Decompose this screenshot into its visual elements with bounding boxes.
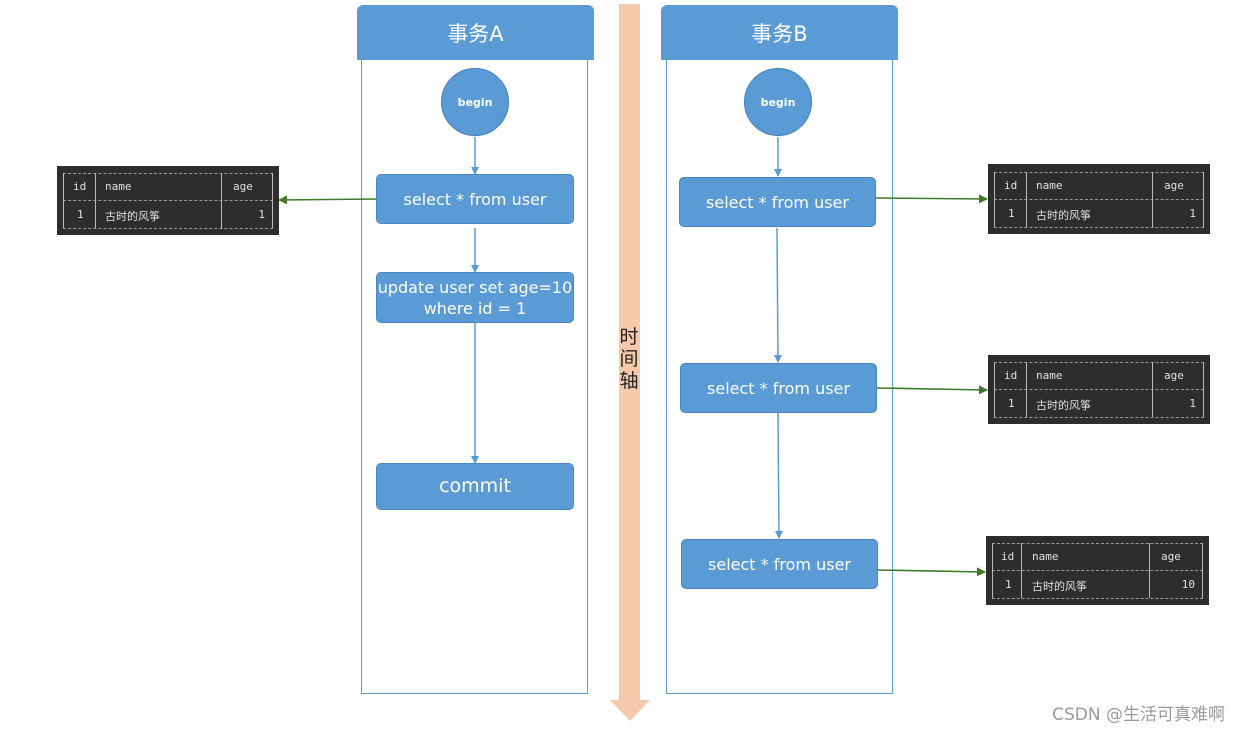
lane-b-title: 事务B — [751, 21, 808, 46]
table-vbar — [1152, 362, 1153, 417]
lane-b-step-select-1: select * from user — [679, 177, 876, 227]
lane-a-begin-label: begin — [457, 95, 493, 109]
table-border — [994, 417, 1204, 418]
table-border — [63, 200, 273, 201]
lane-a-step-commit: commit — [376, 463, 574, 510]
table-vbar — [1202, 543, 1203, 598]
cell-age: 1 — [1189, 397, 1196, 410]
col-header-age: age — [1161, 550, 1181, 563]
table-vbar — [994, 172, 995, 227]
step-line: update user set age=10 — [377, 277, 573, 297]
timeline-label-char: 轴 — [619, 370, 639, 392]
result-table-b3: id name age 1 古时的风筝 10 — [986, 536, 1209, 605]
table-vbar — [63, 173, 64, 228]
lane-a-step-update: update user set age=10 where id = 1 — [376, 272, 574, 323]
lane-a-step-select: select * from user — [376, 174, 574, 224]
flow-b-select1-to-select2 — [773, 227, 782, 363]
col-header-name: name — [105, 180, 132, 193]
cell-name: 古时的风筝 — [1032, 580, 1087, 593]
lane-b-header: 事务B — [661, 5, 898, 60]
timeline-label-char: 间 — [619, 348, 639, 370]
result-table-b1: id name age 1 古时的风筝 1 — [988, 164, 1210, 234]
step-line: select * from user — [708, 554, 851, 574]
step-line: where id = 1 — [423, 298, 527, 318]
step-line: select * from user — [707, 378, 850, 398]
step-line: select * from user — [706, 192, 849, 212]
table-border — [994, 362, 1204, 363]
result-table-b2: id name age 1 古时的风筝 1 — [988, 355, 1210, 424]
result-arrow-b3 — [876, 567, 986, 577]
cell-id: 1 — [1008, 207, 1015, 220]
table-vbar — [1021, 543, 1022, 598]
table-border — [63, 228, 273, 229]
cell-name: 古时的风筝 — [105, 210, 160, 223]
table-vbar — [1152, 172, 1153, 227]
timeline-label: 时 间 轴 — [612, 326, 646, 392]
lane-a-begin-node: begin — [441, 68, 509, 136]
col-header-id: id — [1004, 179, 1018, 192]
cell-id: 1 — [1005, 578, 1012, 591]
table-vbar — [95, 173, 96, 228]
table-border — [63, 173, 273, 174]
table-vbar — [1149, 543, 1150, 598]
col-header-name: name — [1036, 179, 1063, 192]
flow-b-select2-to-select3 — [774, 412, 783, 539]
lane-b-step-select-2: select * from user — [680, 363, 877, 413]
result-arrow-b2 — [875, 385, 988, 395]
cell-id: 1 — [77, 208, 84, 221]
table-border — [994, 227, 1204, 228]
table-border — [994, 172, 1204, 173]
lane-a-title: 事务A — [447, 21, 504, 46]
table-border — [994, 389, 1204, 390]
lane-b-step-select-3: select * from user — [681, 539, 878, 589]
result-table-a: id name age 1 古时的风筝 1 — [57, 166, 279, 235]
lane-b-begin-label: begin — [760, 95, 796, 109]
cell-age: 1 — [258, 208, 265, 221]
col-header-name: name — [1036, 369, 1063, 382]
step-line: select * from user — [403, 189, 547, 209]
watermark: CSDN @生活可真难啊 — [1052, 705, 1225, 725]
table-vbar — [994, 362, 995, 417]
col-header-id: id — [73, 180, 87, 193]
col-header-age: age — [1164, 369, 1184, 382]
col-header-age: age — [233, 180, 253, 193]
cell-id: 1 — [1008, 397, 1015, 410]
table-vbar — [992, 543, 993, 598]
table-border — [992, 598, 1203, 599]
table-vbar — [1203, 362, 1204, 417]
col-header-id: id — [1001, 550, 1015, 563]
col-header-name: name — [1032, 550, 1059, 563]
table-vbar — [1203, 172, 1204, 227]
table-vbar — [272, 173, 273, 228]
lane-a-header: 事务A — [357, 5, 594, 60]
table-vbar — [221, 173, 222, 228]
table-vbar — [1026, 362, 1027, 417]
cell-name: 古时的风筝 — [1036, 209, 1091, 222]
table-vbar — [1026, 172, 1027, 227]
cell-age: 10 — [1181, 578, 1195, 591]
timeline-label-char: 时 — [619, 326, 639, 348]
step-line: commit — [439, 475, 511, 497]
col-header-age: age — [1164, 179, 1184, 192]
lane-b-begin-node: begin — [744, 68, 812, 136]
cell-age: 1 — [1189, 207, 1196, 220]
table-border — [994, 199, 1204, 200]
result-arrow-b1 — [874, 194, 988, 204]
col-header-id: id — [1004, 369, 1018, 382]
cell-name: 古时的风筝 — [1036, 399, 1091, 412]
table-border — [992, 570, 1203, 571]
result-arrow-a — [278, 195, 377, 205]
table-border — [992, 543, 1203, 544]
